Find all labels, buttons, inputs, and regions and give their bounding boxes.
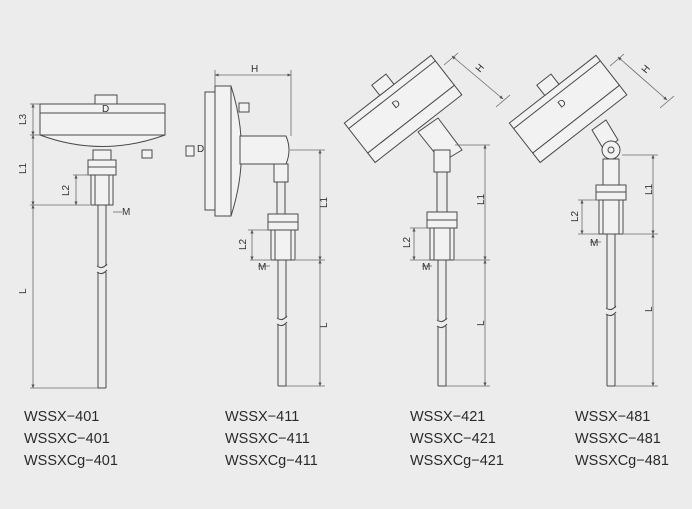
label-l1-481: L1 bbox=[644, 183, 655, 195]
model-name: WSSXCg−401 bbox=[24, 453, 118, 469]
label-l-411: L bbox=[319, 322, 330, 328]
label-l2-401: L2 bbox=[61, 184, 72, 196]
junction-box-481: D bbox=[508, 54, 628, 164]
model-name: WSSXC−421 bbox=[410, 431, 496, 447]
label-m-481: M bbox=[590, 238, 598, 249]
label-h-421: H bbox=[474, 62, 487, 75]
model-list-411: WSSX−411 WSSXC−411 WSSXCg−411 bbox=[225, 406, 318, 472]
label-l1-421: L1 bbox=[476, 193, 487, 205]
label-l-401: L bbox=[18, 288, 29, 294]
model-name: WSSX−421 bbox=[410, 409, 486, 425]
protection-tube-401 bbox=[96, 205, 108, 389]
model-name: WSSXC−401 bbox=[24, 431, 110, 447]
dimensions-421: H L1 L L2 M bbox=[402, 52, 511, 387]
protection-tube-411 bbox=[276, 260, 288, 387]
model-name: WSSXCg−421 bbox=[410, 453, 504, 469]
junction-box-401: D bbox=[39, 94, 166, 159]
label-l-481: L bbox=[644, 306, 655, 312]
label-l-421: L bbox=[476, 320, 487, 326]
model-name: WSSXC−411 bbox=[225, 431, 310, 447]
protection-tube-481 bbox=[605, 234, 617, 387]
fitting-411 bbox=[267, 182, 299, 261]
drawing-421: D H bbox=[343, 52, 511, 387]
label-l1-401: L1 bbox=[18, 162, 29, 174]
label-m-401: M bbox=[122, 207, 130, 218]
model-list-481: WSSX−481 WSSXC−481 WSSXCg−481 bbox=[575, 406, 669, 472]
label-l3-401: L3 bbox=[18, 113, 29, 125]
label-l1-411: L1 bbox=[319, 196, 330, 208]
model-name: WSSXC−481 bbox=[575, 431, 661, 447]
model-name: WSSX−401 bbox=[24, 409, 100, 425]
drawing-481: D H bbox=[508, 53, 675, 387]
label-m-421: M bbox=[422, 262, 430, 273]
protection-tube-421 bbox=[436, 260, 448, 387]
label-l2-421: L2 bbox=[402, 236, 413, 248]
dimensions-411: H L1 L L2 M bbox=[214, 64, 330, 387]
label-d-401: D bbox=[102, 104, 109, 115]
label-l2-411: L2 bbox=[238, 238, 249, 250]
swivel-joint-481 bbox=[591, 119, 621, 186]
junction-box-421: D bbox=[343, 54, 463, 164]
fitting-421 bbox=[426, 172, 458, 261]
model-name: WSSXCg−411 bbox=[225, 453, 318, 469]
dimensions-401: L3 L1 L L2 M bbox=[18, 103, 130, 389]
model-list-421: WSSX−421 WSSXC−421 WSSXCg−421 bbox=[410, 406, 504, 472]
label-h-411: H bbox=[251, 64, 258, 75]
fitting-401 bbox=[87, 149, 117, 206]
fitting-481 bbox=[595, 184, 627, 235]
label-d-411: D bbox=[197, 144, 204, 155]
label-h-481: H bbox=[640, 63, 653, 76]
drawing-411: D H bbox=[185, 64, 330, 387]
label-m-411: M bbox=[258, 262, 266, 273]
junction-box-411: D bbox=[185, 85, 290, 217]
model-name: WSSX−481 bbox=[575, 409, 651, 425]
model-name: WSSXCg−481 bbox=[575, 453, 669, 469]
dimensions-481: H L1 L L2 M bbox=[570, 53, 675, 387]
model-name: WSSX−411 bbox=[225, 409, 300, 425]
drawing-401: D L bbox=[18, 94, 166, 389]
elbow-421 bbox=[417, 117, 463, 173]
label-l2-481: L2 bbox=[570, 210, 581, 222]
model-list-401: WSSX−401 WSSXC−401 WSSXCg−401 bbox=[24, 406, 118, 472]
